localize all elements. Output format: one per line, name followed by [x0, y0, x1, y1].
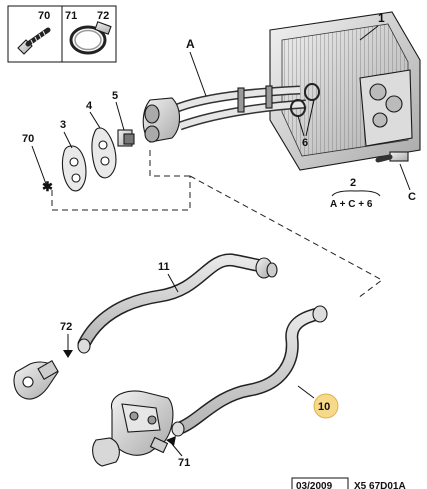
date-box	[291, 477, 349, 489]
hose-clamp-icon	[69, 21, 112, 55]
label-4: 4	[86, 100, 93, 112]
leader-C	[399, 163, 411, 191]
label-71-top: 71	[65, 10, 77, 22]
legend-box-group: 70 71 72	[7, 5, 117, 63]
label-72: 72	[60, 321, 72, 333]
screw-c	[375, 151, 409, 163]
gasket-4	[91, 127, 117, 179]
label-11: 11	[158, 261, 170, 273]
date-text: 03/2009	[296, 481, 333, 489]
badge-10	[313, 393, 339, 419]
dashed-route-left	[51, 176, 191, 211]
legend-box-screw	[7, 5, 63, 63]
leader-10	[297, 385, 315, 399]
label-1: 1	[378, 11, 385, 25]
flange-connector	[13, 360, 59, 400]
dashed-route-center	[149, 150, 190, 177]
arrow-71-icon	[166, 436, 176, 446]
ref-code: X5 67D01A	[354, 481, 406, 489]
brace	[331, 190, 381, 197]
leader-71	[171, 443, 183, 457]
arrow-72-icon	[63, 350, 73, 358]
connector-5	[117, 129, 135, 147]
leader-6a	[297, 115, 305, 137]
leader-11	[167, 273, 179, 293]
leader-70	[31, 145, 47, 185]
hose-11	[77, 253, 278, 354]
label-70: 70	[22, 133, 34, 145]
leader-A	[189, 51, 207, 97]
dashed-route-right	[189, 175, 383, 299]
screw-icon	[17, 27, 51, 55]
leader-3	[63, 131, 73, 149]
label-3: 3	[60, 119, 66, 131]
label-5: 5	[112, 90, 118, 102]
gasket-3	[61, 145, 87, 192]
pipe-assembly	[142, 85, 307, 143]
thermostat-housing	[92, 390, 174, 467]
label-6: 6	[302, 137, 308, 149]
label-72-top: 72	[97, 10, 109, 22]
label-70-top: 70	[38, 10, 50, 22]
leader-6b	[305, 99, 315, 137]
label-2: 2	[350, 177, 356, 189]
label-71: 71	[178, 457, 190, 469]
leader-1	[359, 25, 379, 41]
label-A: A	[186, 37, 195, 51]
formula-text: A + C + 6	[330, 199, 373, 210]
star-marker-icon: ✱	[42, 179, 53, 194]
label-10: 10	[318, 401, 330, 413]
label-C: C	[408, 191, 416, 203]
hose-10	[171, 305, 328, 437]
leader-5	[115, 101, 125, 131]
leader-4	[89, 111, 101, 129]
